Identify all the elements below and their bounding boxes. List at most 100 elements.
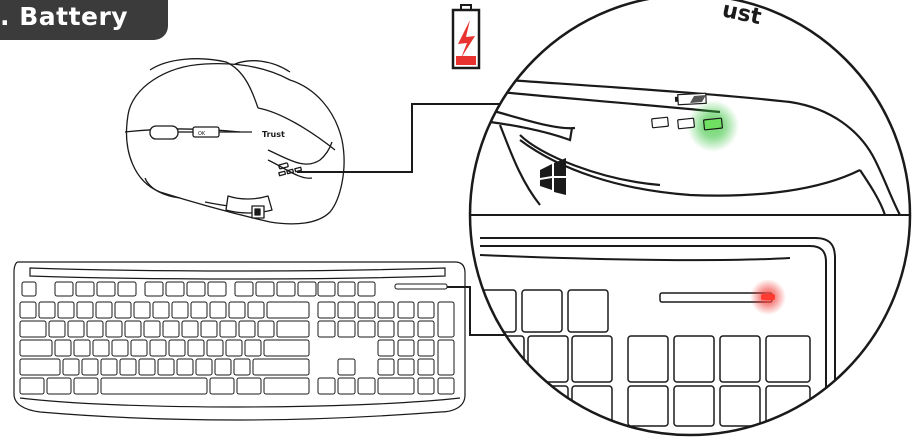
keyboard-key <box>117 281 137 297</box>
keyboard-key <box>181 320 199 338</box>
keyboard-key <box>397 320 415 338</box>
keyboard-key <box>337 377 356 395</box>
keyboard-key <box>57 301 75 319</box>
keyboard-key <box>252 358 310 376</box>
keyboard-key <box>214 358 232 376</box>
section-tab: . Battery <box>0 0 168 40</box>
keyboard-key <box>236 377 262 395</box>
keyboard-key <box>76 301 94 319</box>
keyboard-key <box>168 339 186 357</box>
keyboard-key <box>257 320 275 338</box>
battery-low-icon <box>451 4 481 70</box>
keyboard-key <box>377 301 395 319</box>
keyboard-key <box>377 358 395 376</box>
keyboard-key <box>81 358 99 376</box>
keyboard-key <box>195 358 213 376</box>
keyboard-key <box>297 281 317 297</box>
keyboard-key <box>317 320 336 338</box>
keyboard-key <box>162 320 180 338</box>
keyboard-key <box>100 358 118 376</box>
keyboard-key <box>238 320 256 338</box>
keyboard-key <box>19 301 37 319</box>
keyboard-key <box>417 377 435 395</box>
keyboard-key <box>171 301 189 319</box>
keyboard-key <box>255 281 275 297</box>
keyboard-key <box>86 320 104 338</box>
keyboard-key <box>263 339 310 357</box>
keyboard-key <box>48 320 66 338</box>
keyboard-key <box>207 281 227 297</box>
keyboard-key <box>417 301 435 319</box>
keyboard-key <box>19 339 53 357</box>
keyboard-key <box>38 301 56 319</box>
keyboard-key <box>73 377 99 395</box>
keyboard-key <box>138 358 156 376</box>
keyboard-key <box>437 301 455 338</box>
keyboard-key <box>263 377 310 395</box>
mouse-brand-logo: Trust <box>262 130 285 139</box>
keyboard-key <box>190 301 208 319</box>
keyboard-key <box>437 339 455 376</box>
keyboard-key <box>234 281 254 297</box>
keyboard-key <box>186 281 206 297</box>
keyboard-key <box>276 320 310 338</box>
keyboard-key <box>276 281 296 297</box>
keyboard-key <box>124 320 142 338</box>
keyboard-key <box>144 281 164 297</box>
keyboard-key <box>165 281 185 297</box>
windows-logo-icon <box>540 164 552 178</box>
zoom-circle <box>468 0 912 437</box>
keyboard-key <box>397 339 415 357</box>
keyboard-key <box>317 301 336 319</box>
mouse-battery-led <box>703 117 723 131</box>
keyboard-key <box>73 339 91 357</box>
keyboard-key <box>317 281 336 297</box>
keyboard-key <box>149 339 167 357</box>
keyboard-key <box>62 358 80 376</box>
keyboard-key <box>357 301 376 319</box>
keyboard-key <box>96 281 116 297</box>
keyboard-key <box>21 281 37 297</box>
keyboard-key <box>417 339 435 357</box>
keyboard-key <box>337 358 356 376</box>
keyboard-key <box>54 339 72 357</box>
keyboard-key <box>114 301 132 319</box>
keyboard-key <box>244 339 262 357</box>
keyboard-key <box>19 320 47 338</box>
zoom-battery-icon <box>674 92 707 106</box>
keyboard-key <box>337 320 356 338</box>
keyboard-key <box>247 301 265 319</box>
keyboard-key <box>100 377 208 395</box>
keyboard-key <box>357 281 376 297</box>
keyboard-callout-line <box>447 286 520 336</box>
keyboard-key <box>417 320 435 338</box>
keyboard-key <box>337 281 356 297</box>
keyboard-key <box>266 301 310 319</box>
keyboard-key <box>54 281 74 297</box>
keyboard-key <box>130 339 148 357</box>
keyboard-key <box>377 377 415 395</box>
keyboard-key <box>133 301 151 319</box>
keyboard-key <box>95 301 113 319</box>
keyboard-key <box>176 358 194 376</box>
keyboard-key <box>105 320 123 338</box>
keyboard-key <box>209 377 235 395</box>
keyboard-key <box>397 358 415 376</box>
keyboard-key <box>119 358 137 376</box>
mouse-callout-line <box>297 103 552 173</box>
keyboard-key <box>152 301 170 319</box>
keyboard-key <box>397 301 415 319</box>
keyboard-key <box>187 339 205 357</box>
keyboard-key <box>75 281 95 297</box>
keyboard-key <box>417 358 435 376</box>
keyboard-keys <box>19 281 455 395</box>
keyboard-key <box>377 320 395 338</box>
keyboard-key <box>143 320 161 338</box>
keyboard-key <box>92 339 110 357</box>
keyboard-key <box>228 301 246 319</box>
keyboard-key <box>225 339 243 357</box>
keyboard-key <box>317 377 336 395</box>
keyboard-key <box>111 339 129 357</box>
keyboard-key <box>19 377 45 395</box>
